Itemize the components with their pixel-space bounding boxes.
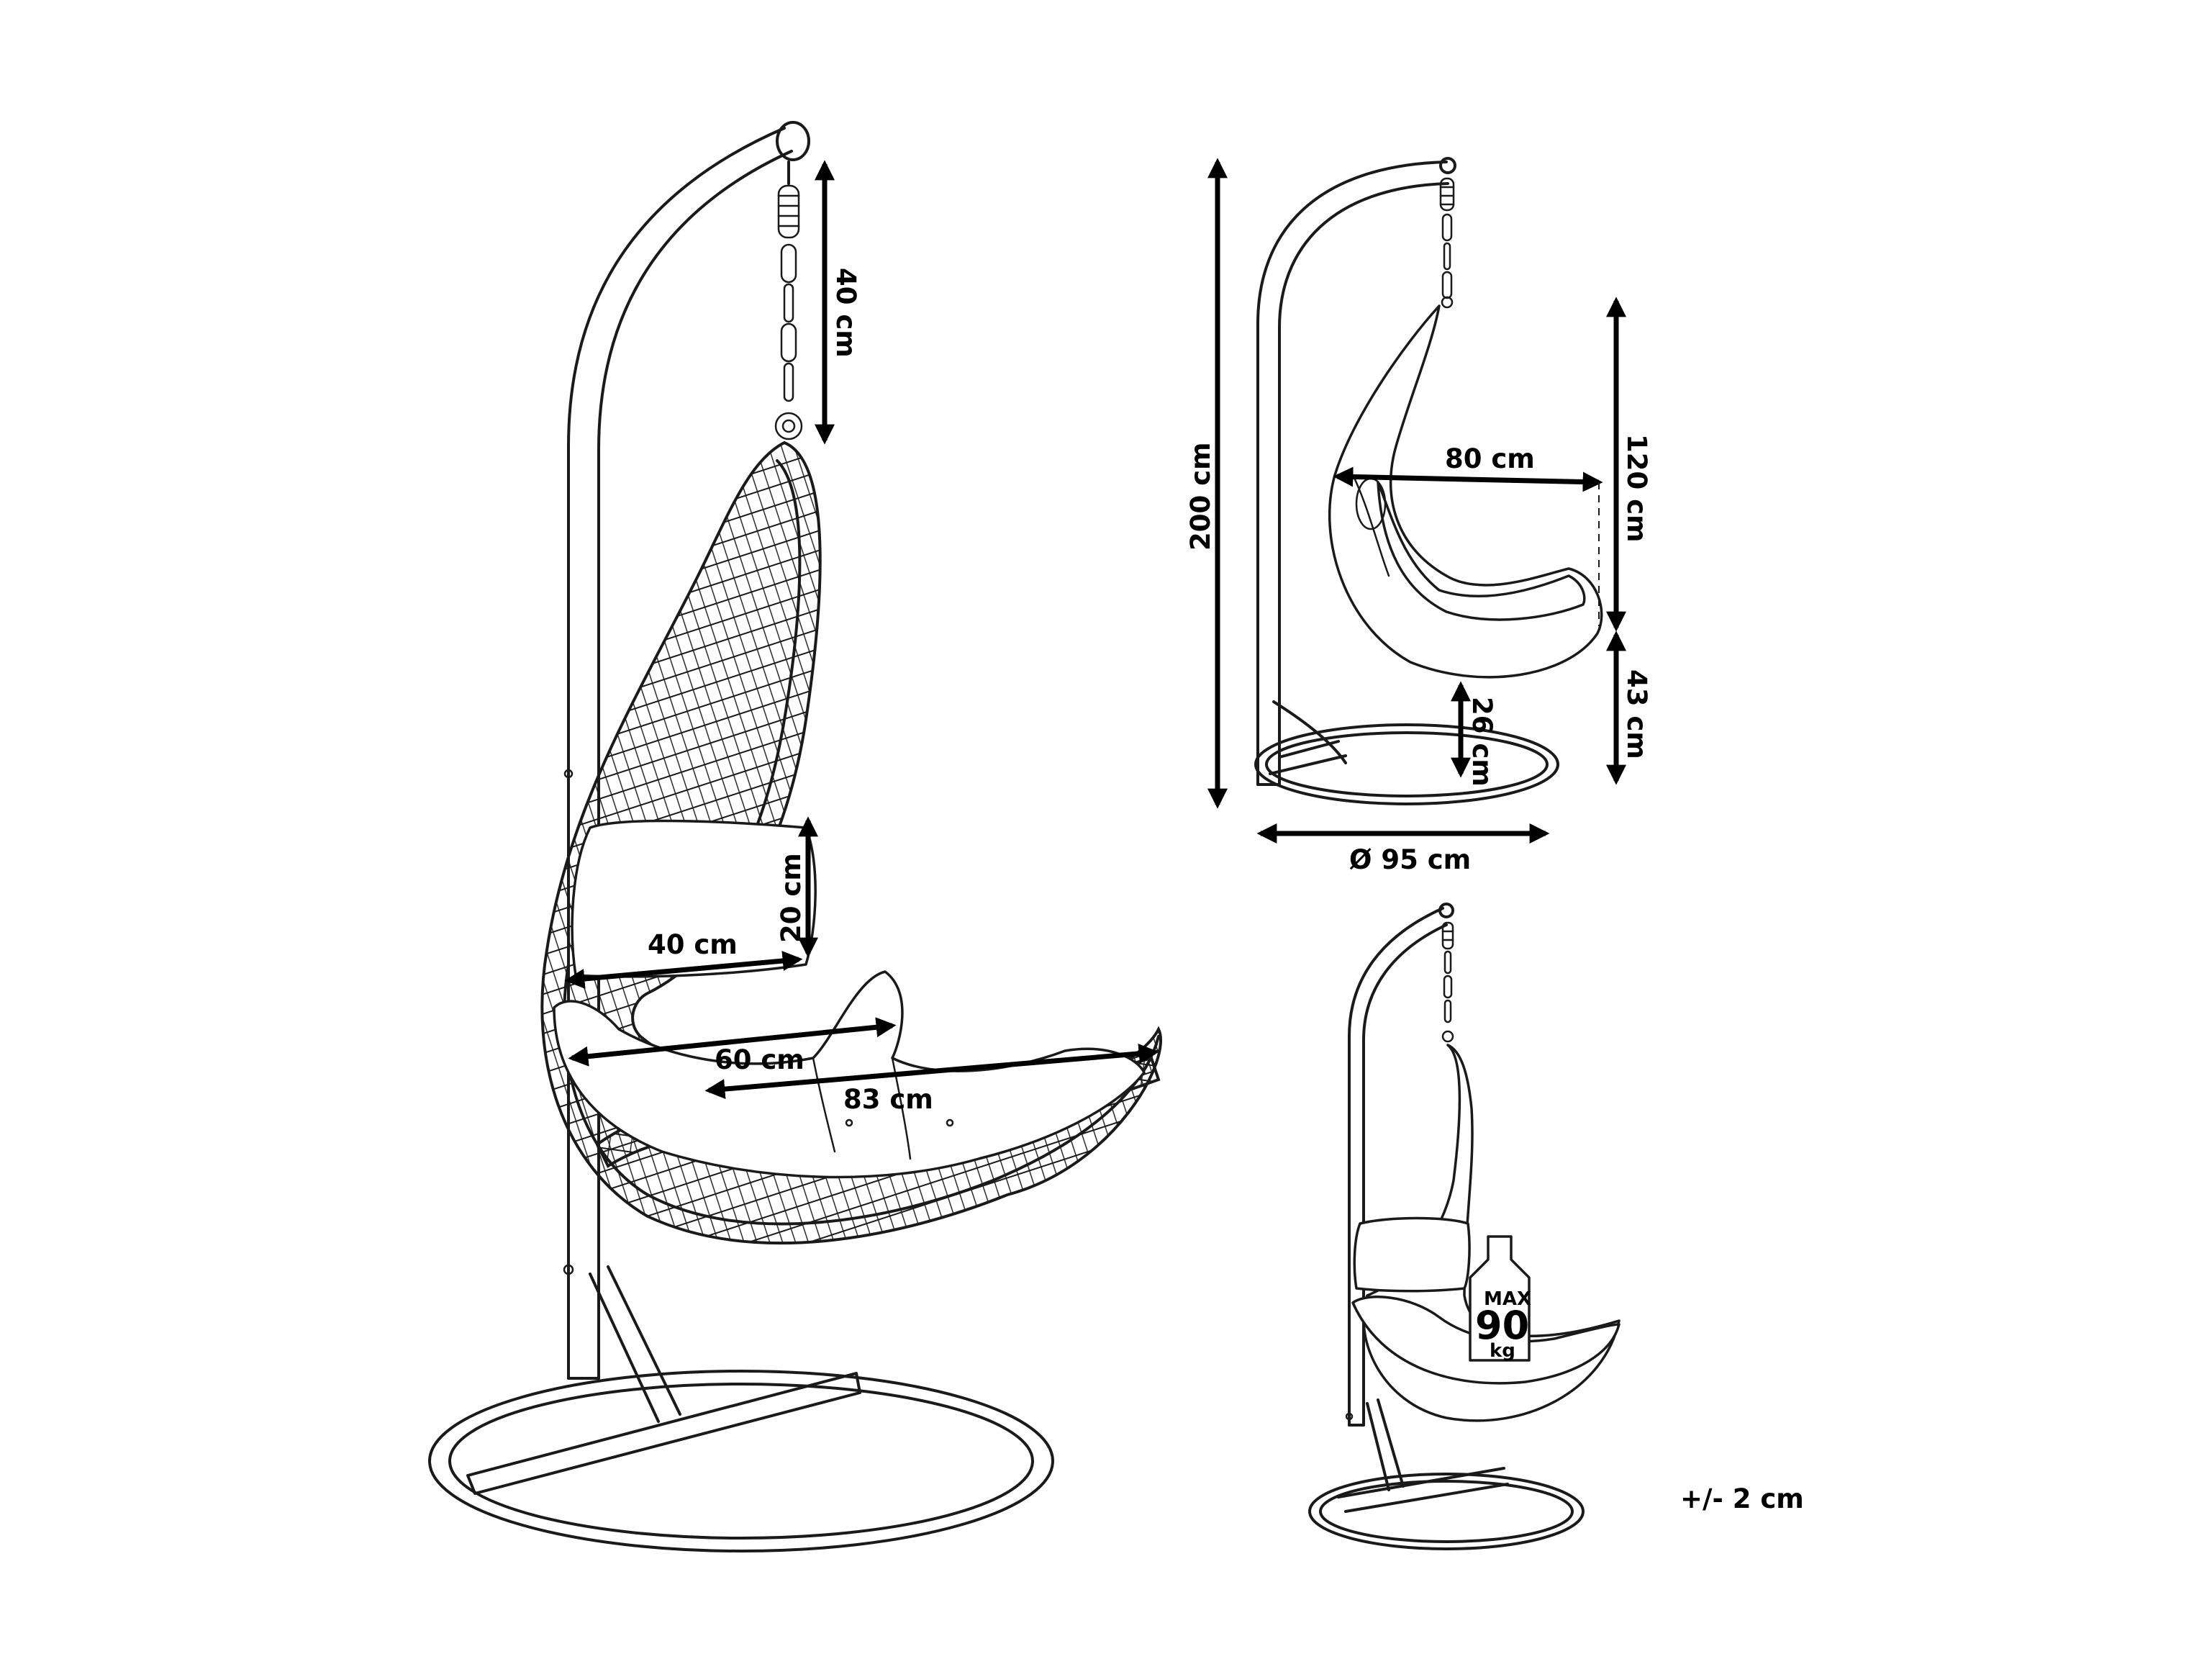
total-height-label: 200 cm <box>1185 442 1216 551</box>
base-clearance-label: 26 cm <box>1467 697 1497 787</box>
weight-unit-label: kg <box>1490 1340 1515 1362</box>
weight-value-label: 90 <box>1475 1303 1529 1348</box>
main-chain <box>774 161 803 440</box>
weight-icon <box>1469 1235 1531 1362</box>
small-chair-illustration: MAX 90 kg <box>1308 903 1621 1550</box>
side-stand-pole <box>1256 161 1448 786</box>
basket-height-label: 120 cm <box>1621 434 1652 543</box>
cushion-width-label: 40 cm <box>648 929 738 960</box>
main-head-cushion <box>571 819 817 978</box>
seat-depth-arrow <box>704 1043 1159 1100</box>
cushion-width-arrow <box>564 951 803 989</box>
seat-depth-label: 83 cm <box>843 1084 933 1115</box>
side-basket <box>1328 304 1603 679</box>
seat-width-label: 60 cm <box>715 1044 804 1075</box>
main-stand-pole <box>567 127 786 1380</box>
cushion-height-label: 20 cm <box>776 853 807 943</box>
seat-width-arrow <box>568 1017 897 1067</box>
main-dimensions: 40 cm 20 cm 40 cm 60 cm 83 cm <box>564 160 1159 1115</box>
chain-length-label: 40 cm <box>830 268 861 358</box>
main-base-ring <box>428 1370 1054 1552</box>
tolerance-note: +/- 2 cm <box>1680 1483 1804 1514</box>
main-chair-illustration <box>428 121 1163 1552</box>
small-stand-pole <box>1348 907 1444 1427</box>
basket-width-label: 80 cm <box>1445 443 1535 474</box>
seat-to-base-label: 43 cm <box>1621 669 1652 759</box>
basket-width-arrow <box>1333 466 1603 492</box>
weight-max-label: MAX <box>1484 1288 1531 1310</box>
side-dimensions: 200 cm 80 cm 120 cm 43 cm 26 cm Ø 95 cm <box>1185 158 1652 875</box>
base-diameter-label: Ø 95 cm <box>1349 844 1471 875</box>
